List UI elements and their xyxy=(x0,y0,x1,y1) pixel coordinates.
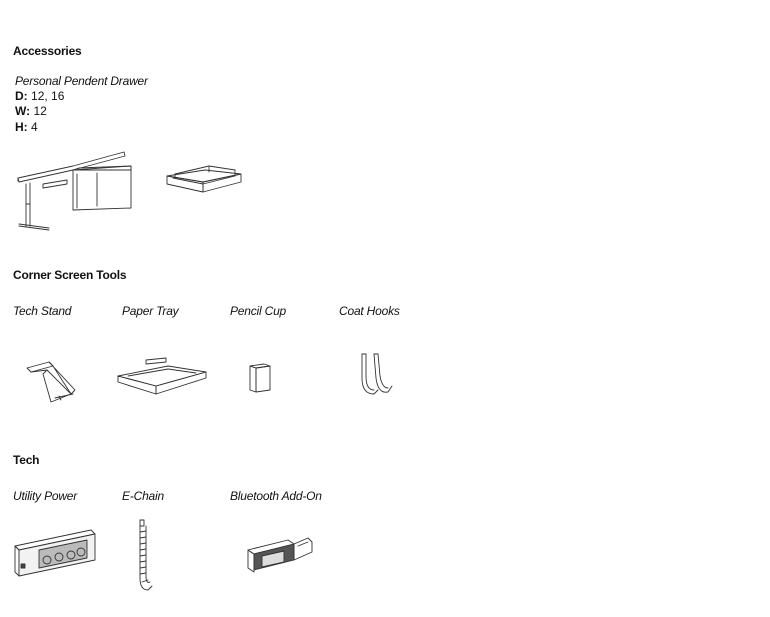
pencil-cup-label: Pencil Cup xyxy=(230,304,287,318)
bluetooth-module-icon xyxy=(247,537,313,573)
drawer-item-name: Personal Pendent Drawer xyxy=(15,74,148,88)
echain-label: E-Chain xyxy=(122,489,164,503)
desk-illustration-icon xyxy=(17,151,132,231)
cable-chain-icon xyxy=(139,519,153,591)
coat-hooks-label: Coat Hooks xyxy=(339,304,400,318)
spec-width: W: 12 xyxy=(15,104,47,118)
paper-tray-icon xyxy=(117,357,207,395)
paper-tray-label: Paper Tray xyxy=(122,304,179,318)
drawer-illustration-icon xyxy=(166,165,242,193)
power-strip-icon xyxy=(14,529,96,577)
coat-hooks-icon xyxy=(361,353,393,395)
spec-height: H: 4 xyxy=(15,120,38,134)
bluetooth-label: Bluetooth Add-On xyxy=(230,489,322,503)
tech-heading: Tech xyxy=(13,453,40,467)
accessories-heading: Accessories xyxy=(13,44,82,58)
corner-tools-heading: Corner Screen Tools xyxy=(13,268,127,282)
utility-power-label: Utility Power xyxy=(13,489,78,503)
pencil-cup-icon xyxy=(249,363,271,393)
tech-stand-label: Tech Stand xyxy=(13,304,72,318)
spec-depth: D: 12, 16 xyxy=(15,89,65,103)
tech-stand-icon xyxy=(26,361,76,403)
